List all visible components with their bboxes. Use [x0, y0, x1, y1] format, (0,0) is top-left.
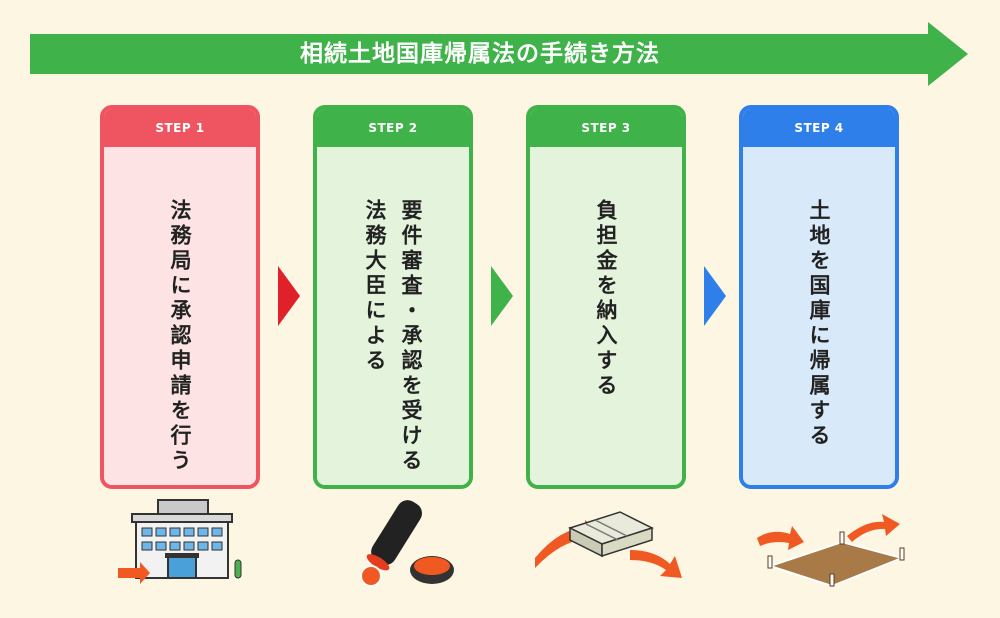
- chevron-right-icon: [491, 266, 513, 326]
- chevron-right-icon: [278, 266, 300, 326]
- banner-arrow-icon: [30, 22, 968, 86]
- step-text: 法務局に承認申請を行う: [168, 199, 192, 474]
- step-text: 法務大臣による: [363, 199, 387, 374]
- step-text: 負担金を納入する: [594, 199, 618, 399]
- step-label: STEP 4: [743, 109, 895, 147]
- title-banner: 相続土地国庫帰属法の手続き方法: [30, 22, 970, 86]
- hanko-stamp-icon: [360, 500, 454, 587]
- chevron-right-icon: [704, 266, 726, 326]
- step-label: STEP 2: [317, 109, 469, 147]
- step-text: 土地を国庫に帰属する: [807, 199, 831, 449]
- step-card-2: STEP 2 法務大臣による 要件審査・承認を受ける: [313, 105, 473, 489]
- money-bundle-icon: [535, 511, 682, 578]
- step-body: 負担金を納入する: [530, 147, 682, 485]
- step-body: 土地を国庫に帰属する: [743, 147, 895, 485]
- building-icon: [118, 499, 242, 584]
- step-text: 要件審査・承認を受ける: [399, 199, 423, 474]
- step-body: 法務局に承認申請を行う: [104, 147, 256, 485]
- banner-title: 相続土地国庫帰属法の手続き方法: [300, 41, 660, 67]
- step-body: 法務大臣による 要件審査・承認を受ける: [317, 147, 469, 485]
- step-label: STEP 1: [104, 109, 256, 147]
- step-card-3: STEP 3 負担金を納入する: [526, 105, 686, 489]
- step-card-4: STEP 4 土地を国庫に帰属する: [739, 105, 899, 489]
- step-label: STEP 3: [530, 109, 682, 147]
- land-plot-icon: [757, 514, 905, 587]
- step-card-1: STEP 1 法務局に承認申請を行う: [100, 105, 260, 489]
